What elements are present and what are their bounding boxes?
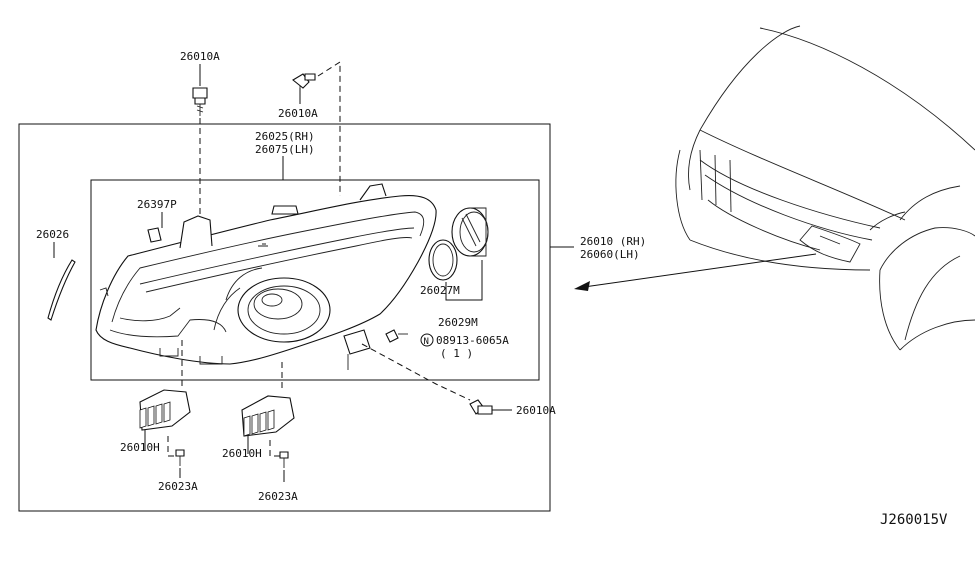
location-arrow [583,253,817,288]
label-bolt-n-symbol: N [424,337,429,347]
cap [451,207,489,257]
label-housing-rh: 26025(RH) [255,130,315,143]
diagram-id: J260015V [880,512,948,528]
bracket-right [241,395,295,437]
label-clip-top: 26010A [278,107,318,120]
bolt-top [192,87,208,116]
label-assembly-lh: 26060(LH) [580,248,640,261]
label-bolt-n-qty: ( 1 ) [440,347,473,360]
label-trim-strip: 26026 [36,228,69,241]
bracket-left [139,389,191,431]
bolt-n [385,329,408,343]
trim-strip [47,259,76,321]
oring [428,239,458,281]
label-bolt-right: 26010A [516,404,556,417]
screw-right [279,451,289,468]
screw-left [175,449,185,466]
label-bracket-right: 26010H [222,447,262,460]
label-screw-right: 26023A [258,490,298,503]
label-bulb-small: 26397P [137,198,177,211]
label-assembly-rh: 26010 (RH) [580,235,646,248]
label-cap: 26029M [438,316,478,329]
inner-frame [90,179,540,381]
label-bolt-n-number: 08913-6065A [436,334,509,347]
label-bolt-top: 26010A [180,50,220,63]
headlamp-assembly [95,183,437,370]
bolt-right [469,399,493,415]
clip-top [292,73,316,100]
arrow-head [574,281,590,291]
label-screw-left: 26023A [158,480,198,493]
n-symbol-circle [420,333,434,347]
vehicle-front-sketch [675,25,975,351]
label-housing-lh: 26075(LH) [255,143,315,156]
label-bracket-left: 26010H [120,441,160,454]
label-oring: 26027M [420,284,460,297]
bulb-small [147,227,162,243]
outer-frame [18,123,551,512]
